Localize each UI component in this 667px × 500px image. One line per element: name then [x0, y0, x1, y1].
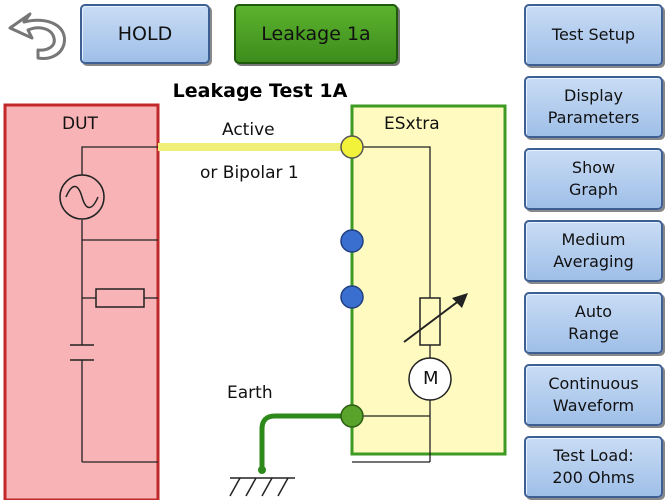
meter-icon	[408, 357, 452, 401]
waveform-button[interactable]: Continuous Waveform	[524, 364, 663, 426]
variable-resistor-icon	[403, 293, 468, 346]
circuit-diagram	[3, 103, 507, 500]
esxtra-label: ESxtra	[384, 114, 440, 134]
leakage-test-button[interactable]: Leakage 1a	[234, 4, 398, 64]
averaging-button[interactable]: Medium Averaging	[524, 220, 663, 282]
display-parameters-button[interactable]: Display Parameters	[524, 76, 663, 138]
ac-source-icon	[59, 174, 105, 220]
resistor-icon	[95, 288, 145, 308]
dut-label: DUT	[62, 114, 98, 134]
earth-label: Earth	[227, 383, 273, 403]
esxtra-box	[350, 104, 507, 456]
terminal-blue-1	[340, 229, 364, 253]
terminal-blue-2	[340, 285, 364, 309]
test-load-button[interactable]: Test Load: 200 Ohms	[524, 436, 663, 498]
bipolar-label: or Bipolar 1	[200, 163, 299, 183]
page-title: Leakage Test 1A	[172, 80, 348, 102]
meter-label: M	[423, 368, 439, 389]
back-arrow-icon	[8, 12, 66, 60]
range-button[interactable]: Auto Range	[524, 292, 663, 354]
back-button[interactable]	[4, 6, 72, 62]
test-setup-button[interactable]: Test Setup	[524, 4, 663, 66]
hold-button[interactable]: HOLD	[80, 4, 210, 64]
active-label: Active	[222, 120, 275, 140]
terminal-active	[340, 135, 364, 159]
capacitor-icon	[70, 344, 94, 361]
active-wire	[158, 143, 348, 151]
terminal-earth	[340, 404, 364, 428]
show-graph-button[interactable]: Show Graph	[524, 148, 663, 210]
ground-symbol-icon	[229, 477, 295, 497]
earth-wire	[259, 413, 348, 470]
